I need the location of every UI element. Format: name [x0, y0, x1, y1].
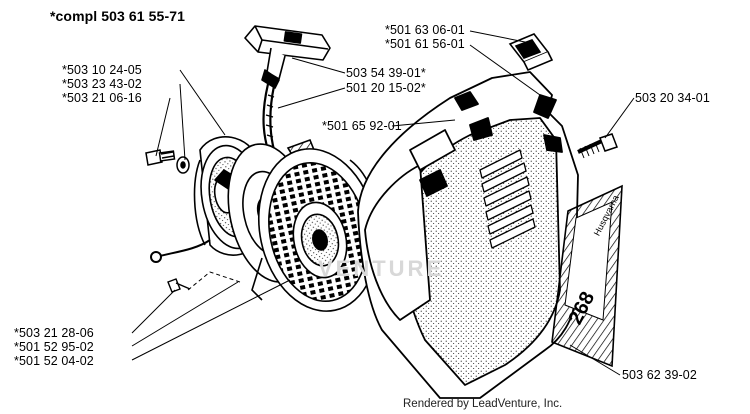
screw-503-21-06-16 [145, 149, 190, 174]
grommet-501-63-06-01 [508, 33, 554, 72]
part-label-503-54-39-01: 503 54 39-01* [346, 66, 426, 80]
part-label-501-20-15-02: 501 20 15-02* [346, 81, 426, 95]
cover-vents [479, 149, 536, 249]
render-credit: Rendered by LeadVenture, Inc. [403, 398, 563, 410]
part-label-503-21-06-16: *503 21 06-16 [62, 91, 142, 105]
pulley-rope-tail [150, 239, 211, 263]
screw-503-21-28-06 [167, 278, 191, 293]
assembly-title: *compl 503 61 55-71 [50, 8, 185, 24]
part-label-501-63-06-01: *501 63 06-01 [385, 23, 465, 37]
part-label-503-10-24-05: *503 10 24-05 [62, 63, 142, 77]
watermark: VENTURE [318, 256, 445, 281]
flywheel-fan [251, 148, 380, 312]
part-label-503-23-43-02: *503 23 43-02 [62, 77, 142, 91]
part-label-503-62-39-02: 503 62 39-02 [622, 368, 697, 382]
starter-rope [262, 83, 276, 151]
bolt-503-20-34-01 [577, 133, 618, 159]
part-label-503-21-28-06: *503 21 28-06 [14, 326, 94, 340]
part-label-501-52-04-02: *501 52 04-02 [14, 354, 94, 368]
part-label-501-61-56-01: *501 61 56-01 [385, 37, 465, 51]
part-label-501-52-95-02: *501 52 95-02 [14, 340, 94, 354]
part-label-503-20-34-01: 503 20 34-01 [635, 91, 710, 105]
decal-503-62-39-02 [551, 184, 623, 368]
assembly-dashed-line [187, 271, 241, 291]
part-label-501-65-92-01: *501 65 92-01 [322, 119, 402, 133]
leader-lines [131, 30, 635, 376]
starter-handle [244, 25, 331, 89]
starter-cover [357, 71, 579, 399]
